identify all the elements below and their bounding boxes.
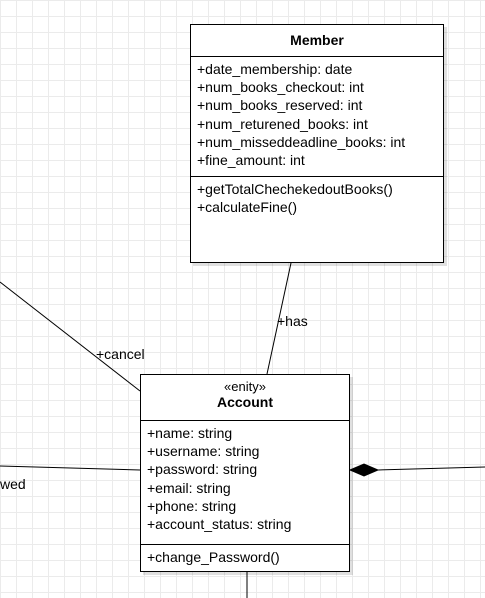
attribute: +fine_amount: int xyxy=(197,152,305,169)
method: +change_Password() xyxy=(147,549,280,565)
attribute: +phone: string xyxy=(147,497,237,514)
method: +getTotalChechekedoutBooks() xyxy=(197,181,393,197)
cancel-association-line[interactable] xyxy=(0,281,141,392)
member-class-header: Member xyxy=(191,25,443,57)
attribute: +num_returened_books: int xyxy=(197,115,368,132)
attribute: +account_status: string xyxy=(147,516,292,533)
composition-line[interactable] xyxy=(377,466,485,471)
attribute: +name: string xyxy=(147,425,233,441)
member-attributes: +date_membership: date +num_books_checko… xyxy=(191,57,443,177)
attribute: +email: string xyxy=(147,479,231,496)
cancel-label: +cancel xyxy=(96,346,145,362)
attribute: +num_books_reserved: int xyxy=(197,97,363,114)
account-class[interactable]: «enity» Account +name: string +username:… xyxy=(140,374,350,572)
has-label: +has xyxy=(277,313,308,329)
account-class-header: «enity» Account xyxy=(141,375,349,421)
attribute: +num_misseddeadline_books: int xyxy=(197,133,406,150)
composition-diamond[interactable] xyxy=(348,463,380,477)
attribute: +password: string xyxy=(147,461,258,478)
left-association-line[interactable] xyxy=(0,465,141,471)
left-edge-partial-label: wed xyxy=(0,476,26,492)
account-attributes: +name: string +username: string +passwor… xyxy=(141,421,349,545)
method: +calculateFine() xyxy=(197,199,297,216)
attribute: +username: string xyxy=(147,443,260,460)
class-stereotype: «enity» xyxy=(224,379,266,394)
attribute: +date_membership: date xyxy=(197,61,353,77)
class-name: Account xyxy=(217,394,273,410)
attribute: +num_books_checkout: int xyxy=(197,79,364,96)
has-association-line[interactable] xyxy=(266,262,292,375)
member-methods: +getTotalChechekedoutBooks() +calculateF… xyxy=(191,177,443,219)
account-methods: +change_Password() xyxy=(141,545,349,569)
member-class[interactable]: Member +date_membership: date +num_books… xyxy=(190,24,444,263)
class-name: Member xyxy=(290,32,344,48)
